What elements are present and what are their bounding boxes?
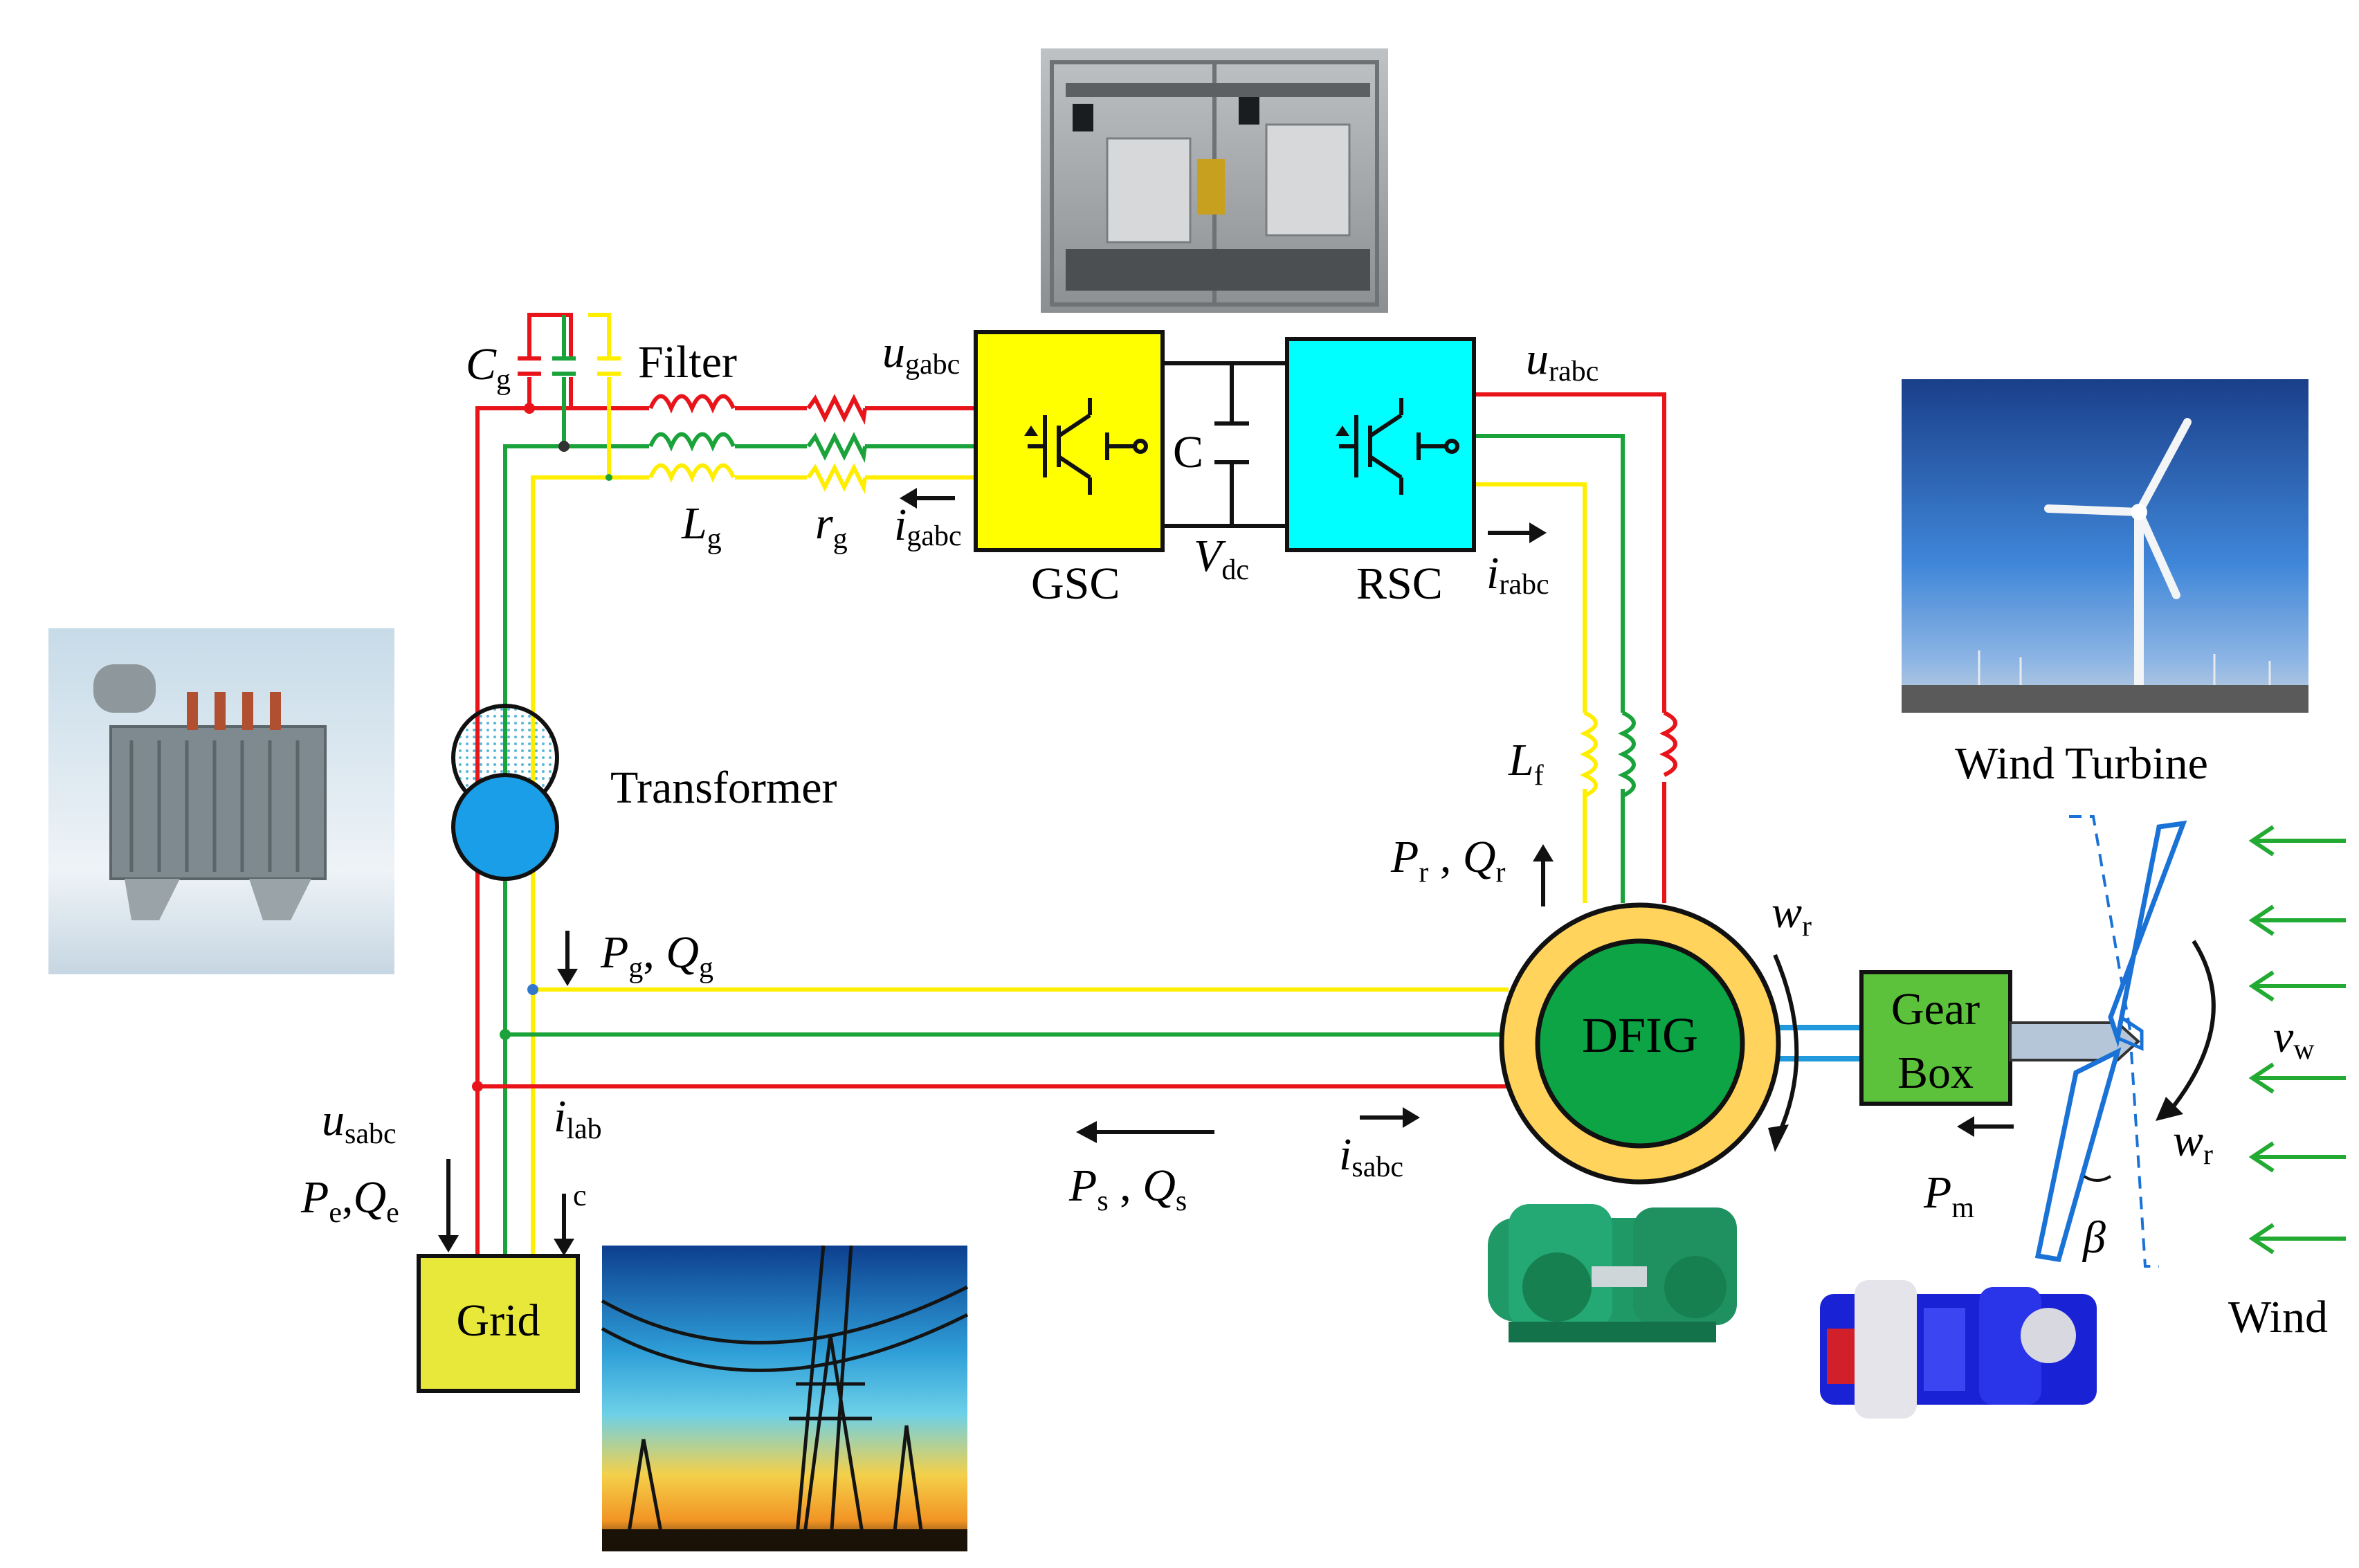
wind-arrows: [2248, 825, 2346, 1255]
label-ilab: ilab: [554, 1091, 602, 1145]
flow-arrows: [438, 488, 2014, 1256]
label-wr-top: wr: [1771, 887, 1812, 942]
wire-phase-c-rotor-side: [1474, 482, 1587, 903]
label-pr-qr: Pr , Qr: [1390, 832, 1506, 888]
label-vdc: Vdc: [1194, 531, 1249, 586]
label-rsc: RSC: [1356, 558, 1443, 609]
label-beta: β: [2082, 1212, 2106, 1263]
label-irabc: irabc: [1486, 548, 1549, 601]
label-pe-qe: Pe,Qe: [300, 1172, 399, 1229]
filter-inductors: [648, 388, 736, 491]
label-pg-qg: Pg, Qg: [600, 927, 713, 984]
label-igabc: igabc: [894, 500, 962, 552]
label-ps-qs: Ps , Qs: [1068, 1160, 1187, 1217]
label-isabc: isabc: [1339, 1129, 1403, 1183]
wind-turbine-photo: [1902, 379, 2308, 713]
gearbox-block: [1859, 970, 2140, 1106]
gearbox-photo: [1820, 1280, 2097, 1419]
label-wind: Wind: [2228, 1292, 2328, 1342]
transmission-lines-photo: [601, 1245, 969, 1551]
label-lg: Lg: [681, 498, 722, 555]
gsc-block: [974, 330, 1165, 552]
label-pm: Pm: [1923, 1167, 1974, 1224]
label-cg: Cg: [466, 339, 511, 396]
labels: Filter Cg Lg rg ugabc igabc GSC RSC C Vd…: [300, 327, 2328, 1346]
dfig-generator: [1499, 902, 1781, 1185]
generator-photo: [1488, 1204, 1737, 1342]
rotor-filter-inductors: [1579, 711, 1677, 798]
filter-capacitors: [518, 356, 628, 481]
label-transformer: Transformer: [610, 763, 837, 813]
label-dc-cap: C: [1173, 427, 1203, 477]
turbine-blades-schematic: [2034, 815, 2187, 1268]
rotation-arrows: [1768, 940, 2216, 1152]
label-gearbox-line2: Box: [1897, 1048, 1974, 1098]
label-ugabc: ugabc: [882, 327, 960, 381]
label-lf: Lf: [1508, 735, 1544, 792]
label-usabc: usabc: [322, 1095, 397, 1150]
label-rg: rg: [815, 498, 848, 555]
grid-block: [417, 1254, 580, 1393]
filter-resistors: [806, 391, 867, 494]
label-gsc: GSC: [1031, 558, 1120, 609]
wire-phase-a-rotor-side: [1474, 392, 1666, 903]
transformer-photo: [48, 628, 394, 974]
label-gearbox-line1: Gear: [1891, 984, 1980, 1034]
dc-capacitor: [1214, 421, 1249, 464]
converter-cabinet-photo: [1041, 48, 1388, 313]
wire-phase-b-rotor-side: [1474, 434, 1625, 903]
label-dfig: DFIG: [1582, 1008, 1698, 1063]
label-grid: Grid: [457, 1295, 540, 1346]
rsc-block: [1285, 337, 1476, 552]
label-wr-right: wr: [2173, 1115, 2213, 1171]
label-urabc: urabc: [1526, 334, 1599, 388]
label-c-mark: c: [573, 1178, 587, 1212]
label-wind-turbine: Wind Turbine: [1955, 738, 2208, 789]
label-vw: vw: [2273, 1012, 2315, 1066]
wire-dc-link: [1163, 361, 1287, 528]
transformer-symbol: [451, 704, 559, 881]
label-filter: Filter: [638, 337, 737, 388]
